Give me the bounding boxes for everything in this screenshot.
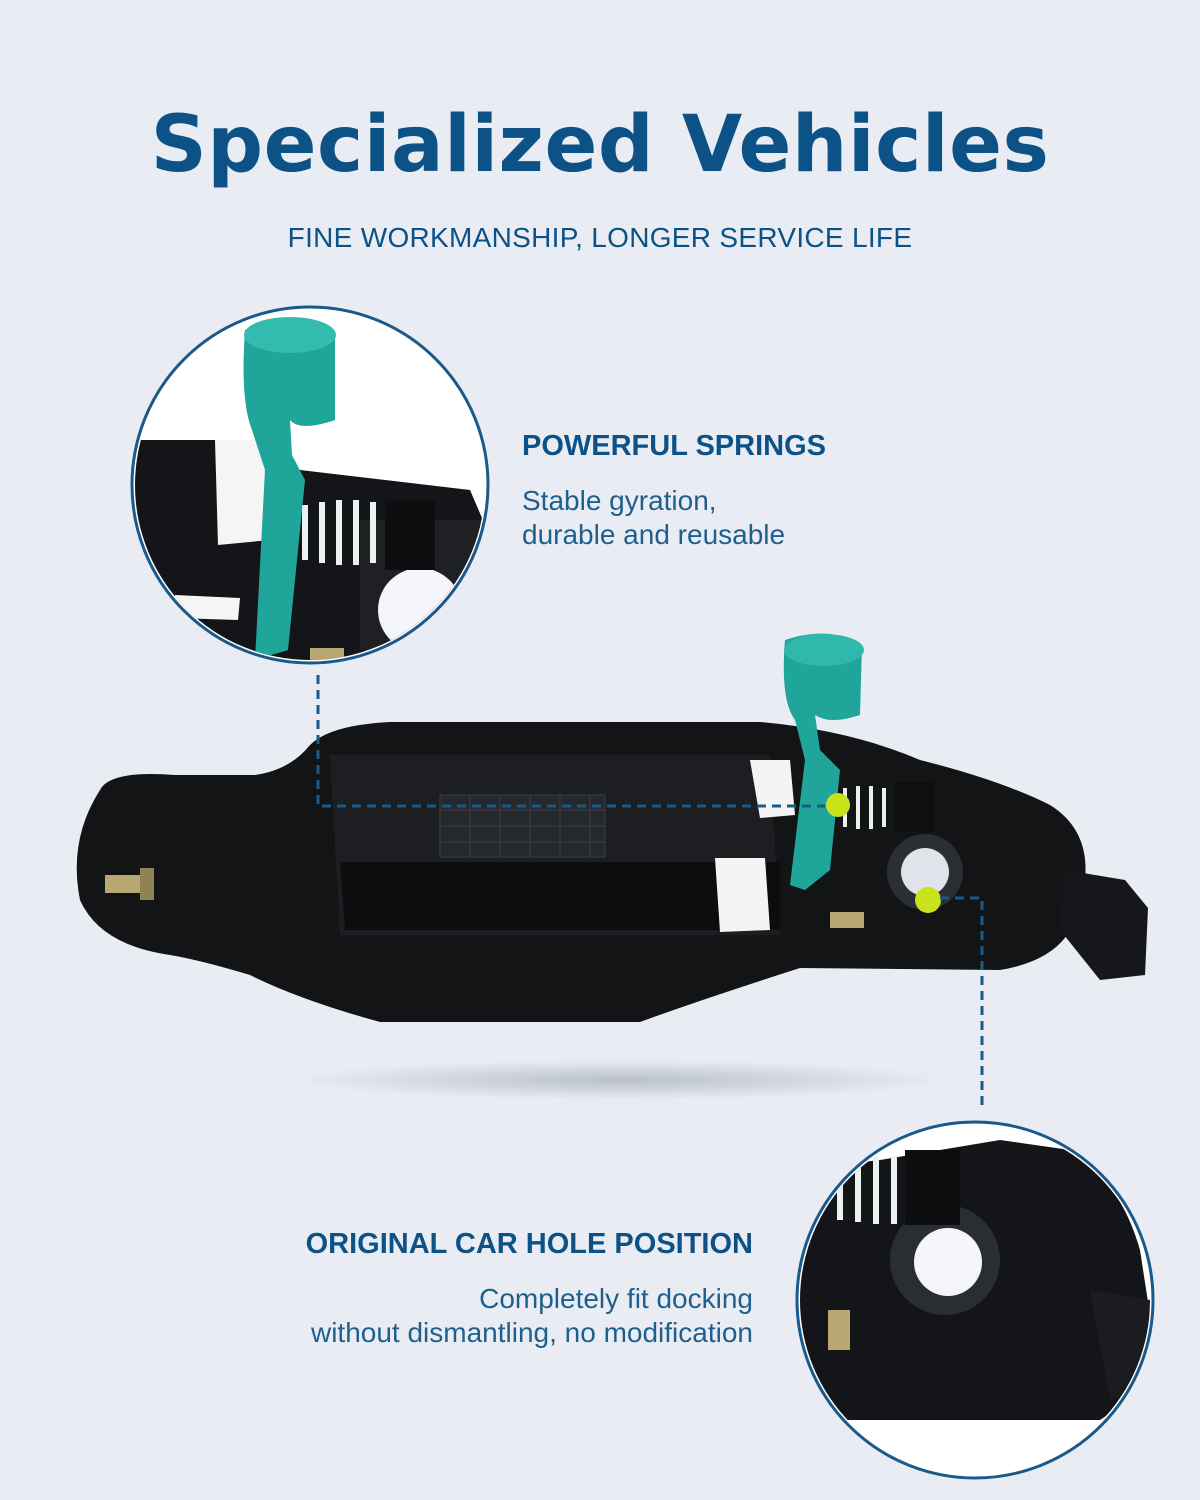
springs-zoom-circle [130,305,490,665]
door-handle [76,633,1148,1022]
ground-shadow [290,1060,950,1100]
hole-zoom-circle [795,1120,1155,1480]
spring-marker [826,793,850,817]
springs-title: POWERFUL SPRINGS [522,430,826,462]
page-title: Specialized Vehicles [150,100,1050,190]
page-subtitle: FINE WORKMANSHIP, LONGER SERVICE LIFE [287,222,913,253]
leader-lines [316,675,984,1110]
hole-line-1: Completely fit docking [479,1283,753,1314]
hole-title: ORIGINAL CAR HOLE POSITION [305,1228,753,1260]
springs-line-1: Stable gyration, [522,485,717,516]
springs-line-2: durable and reusable [522,519,786,550]
hole-line-2: without dismantling, no modification [310,1317,753,1348]
hole-marker [915,887,941,913]
